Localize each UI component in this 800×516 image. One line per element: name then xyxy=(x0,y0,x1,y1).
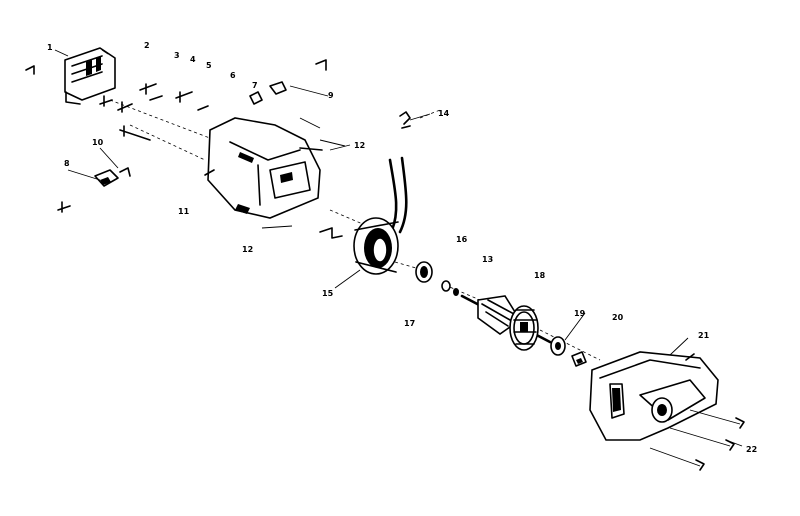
callout-3: 3 xyxy=(174,51,180,60)
part-12-bracket xyxy=(261,139,346,239)
part-18-armature xyxy=(460,294,552,351)
callout-12b: 12 xyxy=(242,245,253,254)
callout-13: 13 xyxy=(482,255,493,264)
callout-21: 21 xyxy=(698,331,710,340)
part-1-switch-bracket xyxy=(25,47,116,105)
callout-19: 19 xyxy=(574,309,586,318)
callout-7: 7 xyxy=(252,81,258,90)
callout-15: 15 xyxy=(322,289,334,298)
part-9-brush-holder xyxy=(67,167,131,187)
part-22-screws xyxy=(649,409,745,471)
part-14-wire-clip xyxy=(399,111,411,129)
callout-labels: 1 2 3 4 5 6 7 8 9 10 11 12 13 14 15 16 1… xyxy=(47,41,757,454)
callout-1: 1 xyxy=(47,43,53,52)
part-16-bearing xyxy=(415,261,433,283)
part-20-spring xyxy=(571,351,587,367)
callout-6: 6 xyxy=(230,71,236,80)
callout-2: 2 xyxy=(144,41,150,50)
callout-9: 9 xyxy=(328,91,334,100)
callout-14: 14 xyxy=(438,109,450,118)
callout-22: 22 xyxy=(746,445,757,454)
callout-8: 8 xyxy=(64,159,70,168)
leader-lines xyxy=(54,49,743,447)
callout-11: 11 xyxy=(178,207,190,216)
part-13-washer xyxy=(441,280,459,296)
callout-17: 17 xyxy=(404,319,415,328)
callout-18: 18 xyxy=(534,271,546,280)
part-8-clip xyxy=(249,59,329,105)
part-21-end-housing xyxy=(589,351,719,441)
callout-20: 20 xyxy=(612,313,624,322)
callout-16: 16 xyxy=(456,235,468,244)
part-19-bearing xyxy=(550,336,566,356)
part-15-field-coil xyxy=(353,156,408,275)
callout-12: 12 xyxy=(354,141,365,150)
callout-5: 5 xyxy=(206,61,212,70)
callout-10: 10 xyxy=(92,138,104,147)
screws-2-6 xyxy=(57,83,209,213)
part-11-motor-housing xyxy=(204,117,323,219)
callout-4: 4 xyxy=(190,55,196,64)
